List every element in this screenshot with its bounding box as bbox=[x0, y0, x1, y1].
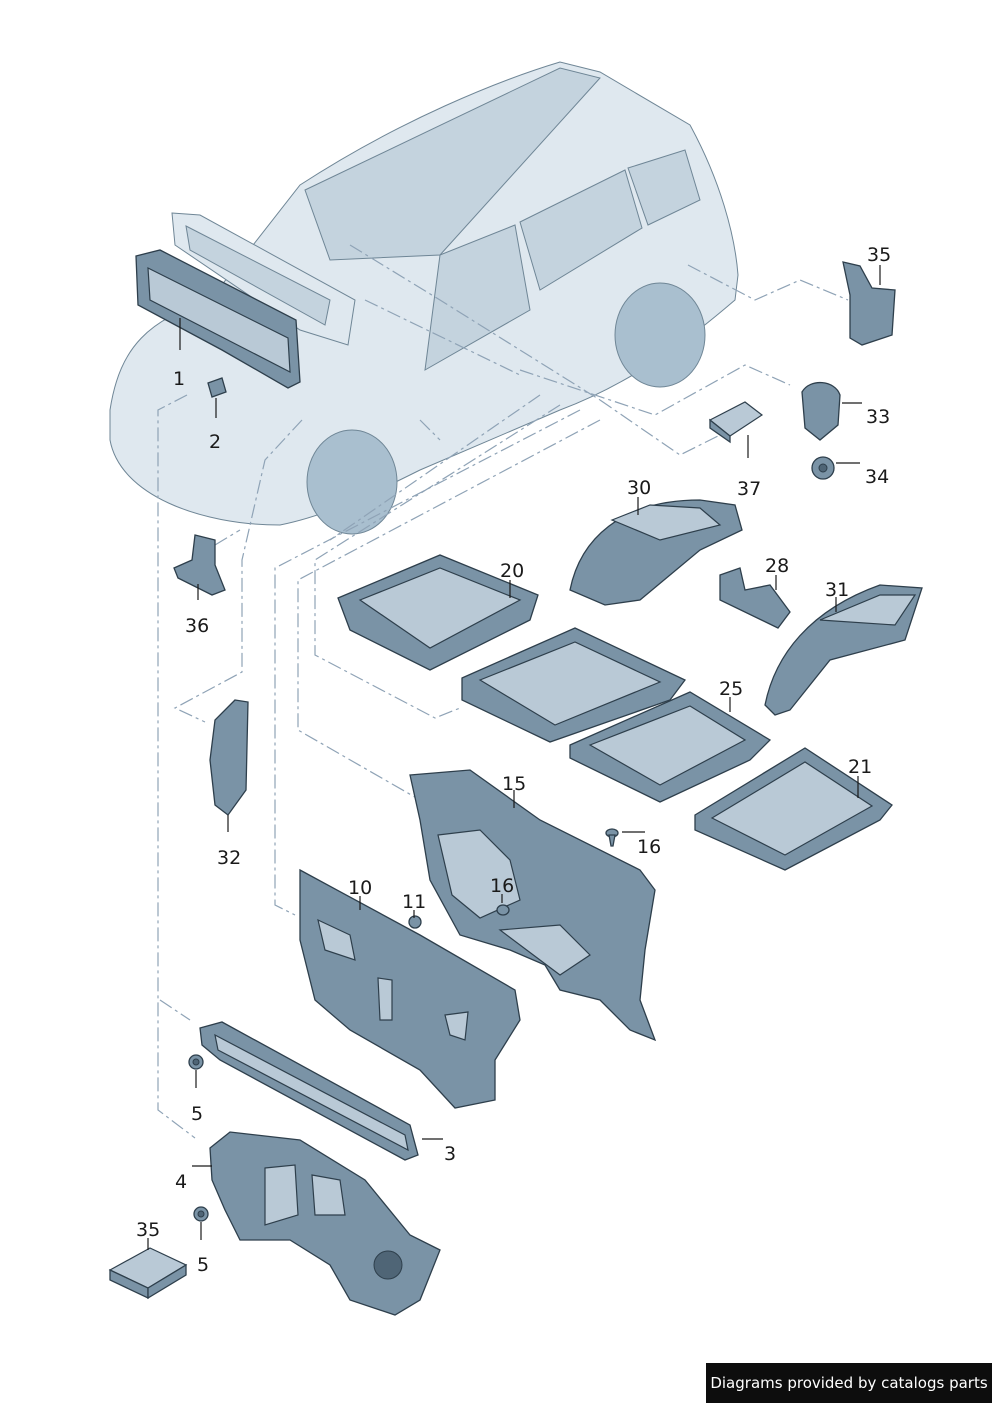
callout-labels: 1 2 35 33 34 37 30 20 28 31 36 25 21 15 … bbox=[136, 244, 891, 1276]
callout-34: 34 bbox=[865, 466, 889, 488]
part-11-nut bbox=[408, 915, 422, 929]
part-32-bracket bbox=[209, 699, 249, 816]
callout-16-lower: 16 bbox=[490, 875, 514, 897]
part-5-nut-upper bbox=[188, 1054, 204, 1070]
part-35-trim-bracket bbox=[842, 261, 896, 346]
callout-5-lower: 5 bbox=[197, 1254, 209, 1276]
callout-16-upper: 16 bbox=[637, 836, 661, 858]
part-33-cap bbox=[801, 381, 841, 441]
callout-3: 3 bbox=[444, 1143, 456, 1165]
part-10-bulkhead-insulation bbox=[299, 868, 521, 1109]
part-21-floor-insulation bbox=[694, 747, 893, 871]
callout-36: 36 bbox=[185, 615, 209, 637]
callout-33: 33 bbox=[866, 406, 890, 428]
part-5-nut-lower bbox=[193, 1206, 209, 1222]
credit-banner: Diagrams provided by catalogs parts bbox=[706, 1363, 992, 1403]
callout-37: 37 bbox=[737, 478, 761, 500]
callout-4: 4 bbox=[175, 1171, 187, 1193]
part-1-tailgate-trim bbox=[135, 249, 301, 389]
callout-15: 15 bbox=[502, 773, 526, 795]
callout-11: 11 bbox=[402, 891, 426, 913]
callout-35-lower: 35 bbox=[136, 1219, 160, 1241]
callout-20: 20 bbox=[500, 560, 524, 582]
callout-30: 30 bbox=[627, 477, 651, 499]
callout-21: 21 bbox=[848, 756, 872, 778]
part-34-grommet bbox=[811, 456, 835, 480]
part-30-wheelhouse-liner bbox=[569, 499, 743, 606]
callout-35: 35 bbox=[867, 244, 891, 266]
part-36-bracket bbox=[173, 534, 226, 596]
part-3-insulation-strip bbox=[199, 1021, 419, 1161]
part-4-dashboard-insulation bbox=[209, 1131, 441, 1316]
callout-25: 25 bbox=[719, 678, 743, 700]
part-20-floor-insulation bbox=[337, 554, 539, 671]
callout-1: 1 bbox=[173, 368, 185, 390]
part-25-floor-insulation bbox=[461, 627, 772, 803]
part-31-wheelhouse-liner bbox=[764, 584, 923, 716]
callout-28: 28 bbox=[765, 555, 789, 577]
callout-2: 2 bbox=[209, 431, 221, 453]
part-35-foam-pad bbox=[108, 1247, 188, 1300]
part-28-insert bbox=[719, 567, 791, 629]
guide-lines bbox=[157, 244, 849, 1139]
callout-32: 32 bbox=[217, 847, 241, 869]
part-2-clip bbox=[207, 377, 227, 398]
callout-10: 10 bbox=[348, 877, 372, 899]
leader-lines bbox=[147, 265, 881, 1250]
callout-5-upper: 5 bbox=[191, 1103, 203, 1125]
part-16-clip bbox=[496, 828, 619, 916]
part-37-pad bbox=[708, 401, 764, 444]
vehicle-illustration bbox=[109, 61, 739, 535]
part-15-bulkhead-insulation bbox=[409, 769, 657, 1042]
callout-31: 31 bbox=[825, 579, 849, 601]
